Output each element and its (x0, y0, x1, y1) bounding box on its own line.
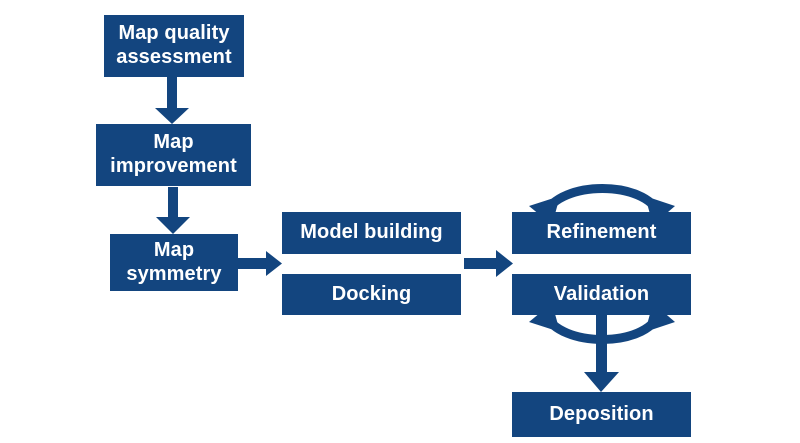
node-map-improvement[interactable]: Map improvement (96, 124, 251, 186)
node-label-line2: symmetry (126, 262, 222, 285)
edge-validation-to-deposition (584, 315, 619, 392)
node-label-line2: assessment (116, 46, 232, 68)
node-label: Validation (553, 282, 650, 305)
node-validation[interactable]: Validation (512, 274, 691, 315)
node-label: Model building (300, 221, 443, 244)
node-label: Docking (331, 282, 412, 305)
node-model-building[interactable]: Model building (282, 212, 461, 254)
node-label: Refinement (546, 221, 657, 244)
edge-map-symmetry-to-model-building (238, 251, 282, 276)
node-label-line1: Map (153, 131, 194, 154)
node-label: Deposition (549, 402, 654, 425)
node-refinement[interactable]: Refinement (512, 212, 691, 254)
node-deposition[interactable]: Deposition (512, 392, 691, 437)
node-map-symmetry[interactable]: Map symmetry (110, 234, 238, 291)
edge-map-improvement-to-map-symmetry (156, 187, 190, 234)
node-label-line1: Map (153, 238, 195, 261)
node-label-line1: Map quality (118, 22, 230, 45)
node-docking[interactable]: Docking (282, 274, 461, 315)
edge-map-quality-to-map-improvement (155, 77, 189, 124)
edge-docking-to-refinement (464, 250, 513, 277)
node-map-quality-assessment[interactable]: Map quality assessment (104, 15, 244, 77)
node-label-line2: improvement (110, 155, 237, 177)
